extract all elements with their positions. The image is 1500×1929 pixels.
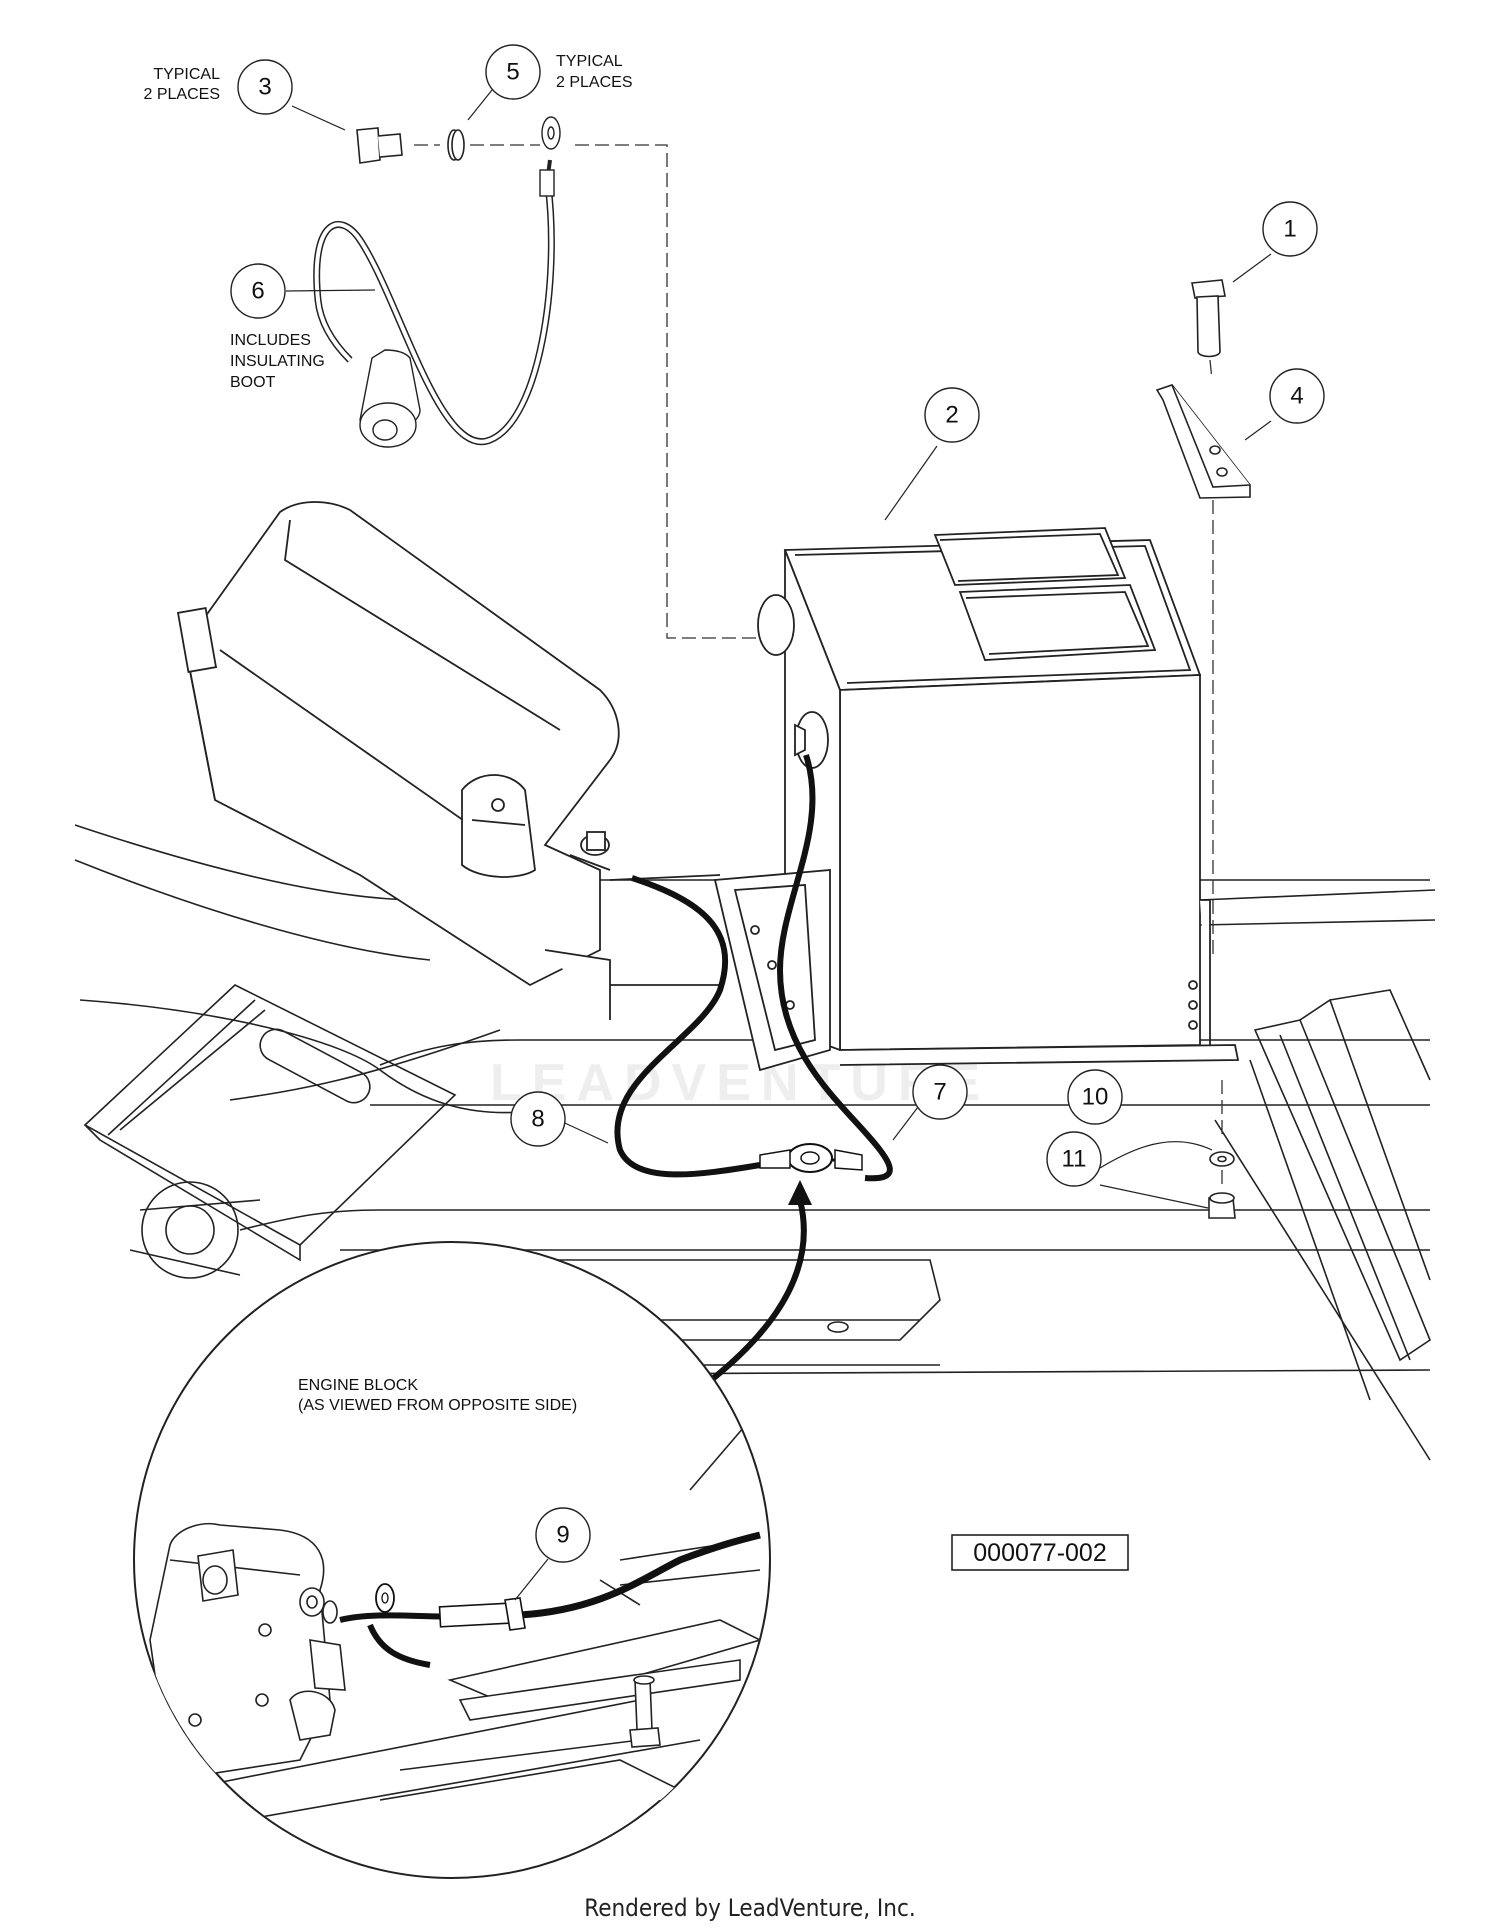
- bolt-item-3: [356, 127, 403, 164]
- svg-text:11: 11: [1062, 1146, 1087, 1173]
- callout-5: 5: [485, 44, 541, 100]
- callout-4: 4: [1269, 368, 1325, 424]
- left-enclosure: [176, 501, 620, 987]
- engine-block-detail: [133, 1241, 771, 1879]
- reference-code-box: 000077-002: [951, 1534, 1129, 1571]
- bracket-item-4: [1155, 384, 1251, 499]
- dashed-leaders: [414, 144, 1223, 1188]
- footer-credit: Rendered by LeadVenture, Inc.: [584, 1894, 916, 1922]
- cables-item-7-8: [614, 754, 893, 1182]
- svg-text:6: 6: [251, 278, 264, 305]
- svg-text:TYPICAL: TYPICAL: [556, 53, 623, 70]
- svg-text:INCLUDES: INCLUDES: [230, 332, 311, 349]
- svg-text:4: 4: [1290, 383, 1303, 410]
- svg-text:5: 5: [506, 59, 519, 86]
- callout-11: 11: [1046, 1131, 1102, 1187]
- svg-text:BOOT: BOOT: [230, 374, 276, 391]
- bolt-item-1: [1191, 279, 1226, 358]
- callout-1: 1: [1262, 201, 1318, 257]
- callout-3: 3: [237, 59, 293, 115]
- svg-text:ENGINE BLOCK: ENGINE BLOCK: [298, 1377, 418, 1394]
- svg-text:000077-002: 000077-002: [973, 1539, 1106, 1567]
- callout-2: 2: [924, 387, 980, 443]
- callout-9: 9: [535, 1507, 591, 1563]
- note-engine-block: ENGINE BLOCK (AS VIEWED FROM OPPOSITE SI…: [298, 1377, 577, 1414]
- svg-text:9: 9: [556, 1522, 569, 1549]
- nut-item-11: [1208, 1192, 1236, 1219]
- svg-text:7: 7: [933, 1079, 946, 1106]
- svg-text:8: 8: [531, 1106, 544, 1133]
- svg-text:2: 2: [945, 402, 958, 429]
- svg-text:3: 3: [258, 74, 271, 101]
- callout-7: 7: [912, 1064, 968, 1120]
- cable-item-6: [313, 116, 561, 448]
- svg-text:2 PLACES: 2 PLACES: [556, 74, 632, 91]
- svg-text:INSULATING: INSULATING: [230, 353, 325, 370]
- svg-text:10: 10: [1082, 1084, 1109, 1111]
- callout-10: 10: [1067, 1069, 1123, 1125]
- note-insulating-boot: INCLUDES INSULATING BOOT: [230, 332, 325, 391]
- leader-lines: [285, 89, 1272, 1601]
- note-typical-5: TYPICAL 2 PLACES: [556, 53, 632, 91]
- callout-6: 6: [230, 263, 286, 319]
- battery: [544, 527, 1240, 1072]
- svg-text:1: 1: [1283, 216, 1296, 243]
- callout-8: 8: [510, 1091, 566, 1147]
- svg-text:(AS VIEWED FROM OPPOSITE SIDE): (AS VIEWED FROM OPPOSITE SIDE): [298, 1397, 577, 1414]
- svg-text:2 PLACES: 2 PLACES: [144, 86, 220, 103]
- svg-text:TYPICAL: TYPICAL: [153, 66, 220, 83]
- washer-item-5: [447, 129, 465, 161]
- note-typical-3: TYPICAL 2 PLACES: [144, 66, 221, 103]
- washer-item-10: [1209, 1151, 1235, 1167]
